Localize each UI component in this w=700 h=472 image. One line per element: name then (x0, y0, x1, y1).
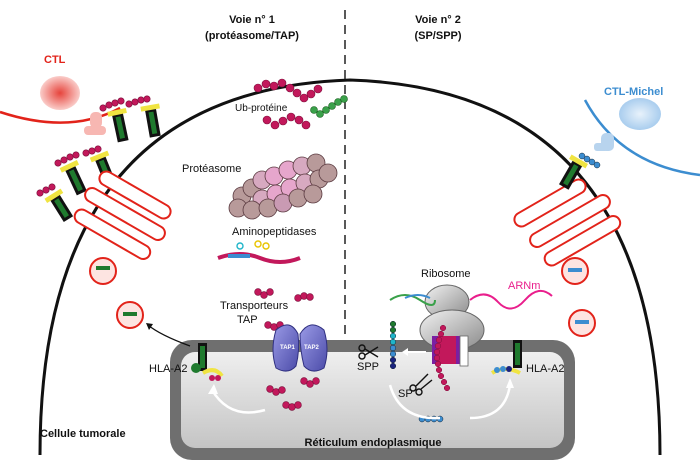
er-lumen (181, 352, 564, 448)
tcr-receptor-left (84, 112, 106, 135)
mrna-right (469, 289, 553, 310)
mhc-complexes-left (44, 103, 161, 223)
golgi-right (513, 178, 622, 267)
mrna-left2 (404, 294, 431, 299)
sp-label: SP (398, 388, 413, 400)
ub-protein-label: Ub-protéine (235, 103, 288, 114)
scissors-spp-icon (358, 344, 379, 360)
ctl-label: CTL (44, 54, 66, 66)
proteasome-complex (228, 153, 338, 220)
tap-label: TAP (237, 314, 258, 326)
ctl-michel-cell-body (619, 98, 661, 130)
mrna-label: ARNm (508, 280, 541, 292)
aminopeptidase-peptide (217, 240, 301, 264)
tap-transporter (272, 324, 328, 372)
hla-a2-left-label: HLA-A2 (149, 363, 188, 375)
presented-peptides-left (36, 95, 151, 197)
hla-a2-right-complex (490, 340, 522, 375)
tap1-label: TAP1 (280, 345, 295, 351)
scissors-sp-icon (409, 373, 433, 396)
ub-protein-chain (253, 78, 323, 130)
er-arrow-right (388, 384, 441, 420)
ctl-cell-body (40, 76, 80, 110)
pathway1-title: Voie n° 1 (229, 14, 275, 26)
aminopeptidases-label: Aminopeptidases (232, 226, 317, 238)
hla-a2-left-complex (191, 343, 224, 381)
tcr-receptor-right (594, 133, 614, 151)
er-arrow-right2 (469, 384, 512, 420)
pathway1-subtitle: (protéasome/TAP) (205, 30, 299, 42)
ribosome-label: Ribosome (421, 268, 471, 280)
ctl-michel-membrane (583, 99, 700, 177)
ctl-michel-label: CTL-Michel (604, 86, 664, 98)
er-arrow-left (210, 389, 266, 414)
proteasome-label: Protéasome (182, 163, 242, 175)
ubiquitin-tag (310, 95, 348, 118)
nascent-chain (433, 324, 451, 392)
tap2-label: TAP2 (304, 345, 319, 351)
free-peptides (254, 288, 314, 331)
vesicles (89, 257, 596, 337)
er-label: Réticulum endoplasmique (304, 437, 442, 449)
tumor-cell-label: Cellule tumorale (40, 428, 126, 440)
spp-label: SPP (357, 361, 380, 373)
cell-membrane (38, 78, 662, 456)
er-peptides (266, 377, 320, 411)
pathway2-subtitle: (SP/SPP) (414, 30, 462, 42)
transporters-label: Transporteurs (220, 300, 289, 312)
pathway2-title: Voie n° 2 (415, 14, 461, 26)
presented-peptide-right (578, 152, 601, 169)
mrna-left (389, 294, 436, 306)
signal-peptide-chain (389, 320, 397, 370)
hla-a2-right-label: HLA-A2 (526, 363, 565, 375)
golgi-left (73, 170, 172, 260)
mhc-complex-right (559, 154, 588, 190)
